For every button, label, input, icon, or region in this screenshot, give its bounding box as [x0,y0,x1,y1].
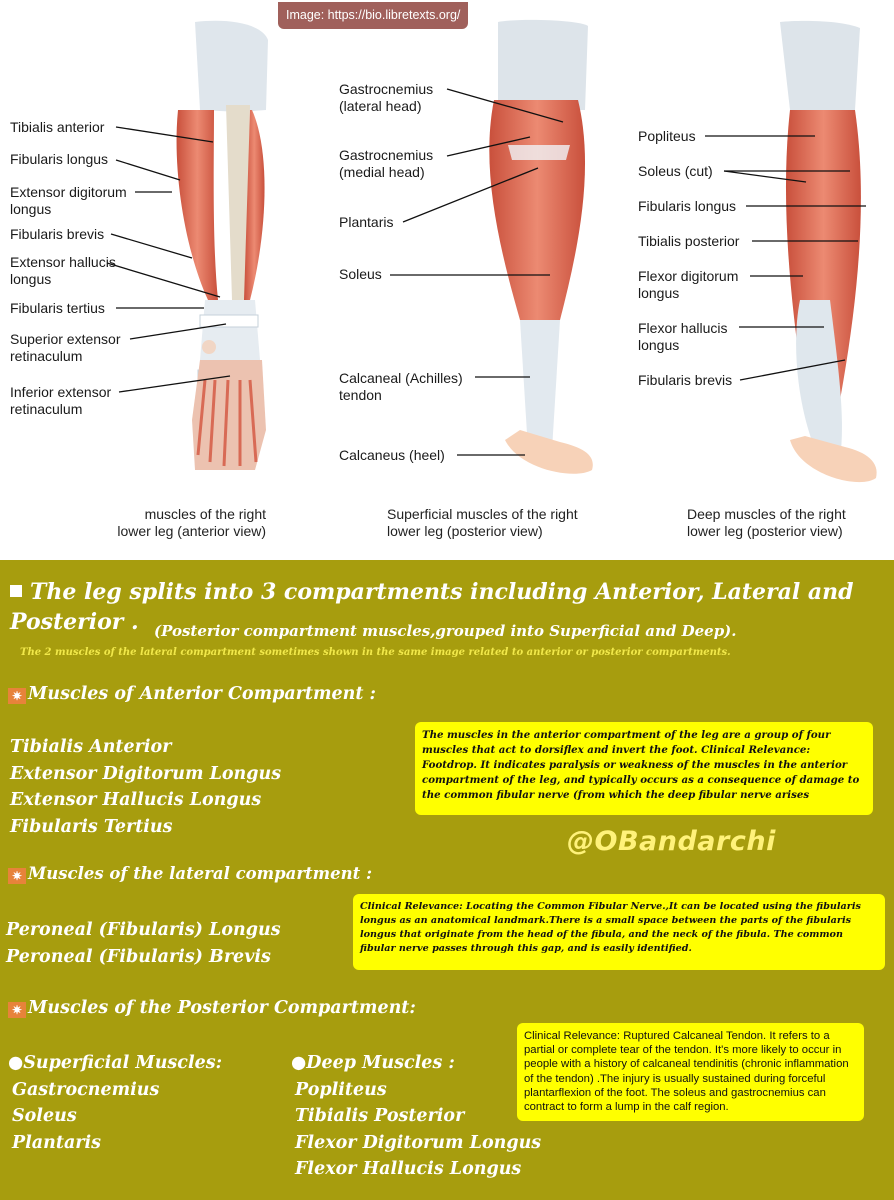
image-source-badge: Image: https://bio.libretexts.org/ [278,2,469,29]
list-item: Peroneal (Fibularis) Brevis [6,946,271,967]
sparkle-icon: ✷ [8,868,26,884]
lateral-heading-text: Muscles of the lateral compartment : [28,864,373,883]
superficial-subheading: ●Superficial Muscles: [8,1053,223,1073]
anterior-leg-illustration [176,20,268,470]
list-item: Tibialis Anterior [10,737,172,757]
label-fibularis-longus: Fibularis longus [10,151,109,167]
label-inferior-extensor-retinaculum: Inferior extensor retinaculum [10,384,112,417]
headline-text: The leg splits into 3 compartments inclu… [10,579,854,635]
lateral-muscle-list: Peroneal (Fibularis) Longus Peroneal (Fi… [6,917,281,970]
label-calcaneal-tendon: Calcaneal (Achilles) tendon [339,370,463,403]
lateral-clinical-box: Clinical Relevance: Locating the Common … [353,894,885,970]
label-popliteus: Popliteus [638,128,696,144]
label-plantaris: Plantaris [339,214,394,230]
bullet-square-icon [10,585,22,597]
superficial-muscle-list: ●Superficial Muscles: Gastrocnemius Sole… [8,1050,222,1156]
label-flexor-digitorum-longus: Flexor digitorum longus [638,268,739,301]
superficial-leg-illustration [489,19,593,474]
list-item: Tibialis Posterior [295,1106,465,1126]
list-item: Gastrocnemius [12,1079,160,1100]
deep-leg-illustration [780,20,877,483]
leg-illustrations [106,19,877,483]
list-item: Fibularis Tertius [10,816,173,837]
label-leader-lines [106,88,866,456]
label-flexor-hallucis-longus: Flexor hallucis longus [638,320,728,353]
sparkle-icon: ✷ [8,688,26,704]
caption-deep: Deep muscles of the right lower leg (pos… [687,506,846,539]
label-extensor-hallucis-longus: Extensor hallucis longus [10,254,116,287]
label-fibularis-brevis-deep: Fibularis brevis [638,372,733,388]
posterior-heading-text: Muscles of the Posterior Compartment: [28,998,416,1018]
deep-subheading: ●Deep Muscles : [291,1053,455,1073]
headline-subtext: (Posterior compartment muscles,grouped i… [154,622,737,640]
list-item: Flexor Digitorum Longus [295,1132,542,1153]
lateral-note: The 2 muscles of the lateral compartment… [20,647,731,658]
label-tibialis-anterior: Tibialis anterior [10,119,105,135]
list-item: Extensor Digitorum Longus [10,763,282,784]
list-item: Flexor Hallucis Longus [295,1159,522,1179]
caption-anterior: muscles of the right lower leg (anterior… [117,506,266,539]
deep-muscle-list: ●Deep Muscles : Popliteus Tibialis Poste… [291,1050,541,1183]
anatomy-figure-panel: Image: https://bio.libretexts.org/ Tibia… [0,0,894,560]
posterior-clinical-box: Clinical Relevance: Ruptured Calcaneal T… [517,1023,864,1121]
sparkle-icon: ✷ [8,1002,26,1018]
list-item: Extensor Hallucis Longus [10,790,262,810]
deep-subheading-text: Deep Muscles : [306,1053,455,1073]
label-extensor-digitorum-longus: Extensor digitorum longus [10,184,127,217]
label-fibularis-brevis: Fibularis brevis [10,226,105,242]
posterior-heading: ✷Muscles of the Posterior Compartment: [8,998,416,1018]
anterior-muscle-list: Tibialis Anterior Extensor Digitorum Lon… [10,734,281,840]
anterior-clinical-box: The muscles in the anterior compartment … [415,722,873,815]
label-deep-fibularis-longus: Fibularis longus [638,198,737,214]
label-calcaneus: Calcaneus (heel) [339,447,445,463]
label-tibialis-posterior: Tibialis posterior [638,233,740,249]
label-soleus-cut: Soleus (cut) [638,163,713,179]
anterior-heading-text: Muscles of Anterior Compartment : [28,684,377,704]
headline: The leg splits into 3 compartments inclu… [10,577,890,637]
list-item: Plantaris [12,1132,102,1153]
compartments-info-panel: The leg splits into 3 compartments inclu… [0,560,894,1200]
label-soleus: Soleus [339,266,382,282]
list-item: Soleus [12,1106,77,1126]
label-gastrocnemius-lateral: Gastrocnemius (lateral head) [339,81,434,114]
list-item: Popliteus [295,1079,387,1100]
superficial-subheading-text: Superficial Muscles: [23,1053,223,1073]
label-gastrocnemius-medial: Gastrocnemius (medial head) [339,147,434,180]
caption-superficial: Superficial muscles of the right lower l… [387,506,578,539]
list-item: Peroneal (Fibularis) Longus [6,920,281,940]
label-fibularis-tertius: Fibularis tertius [10,300,105,316]
anterior-heading: ✷Muscles of Anterior Compartment : [8,684,376,704]
author-handle: @OBandarchi [567,826,776,857]
lateral-heading: ✷Muscles of the lateral compartment : [8,864,372,884]
label-superior-extensor-retinaculum: Superior extensor retinaculum [10,331,121,364]
